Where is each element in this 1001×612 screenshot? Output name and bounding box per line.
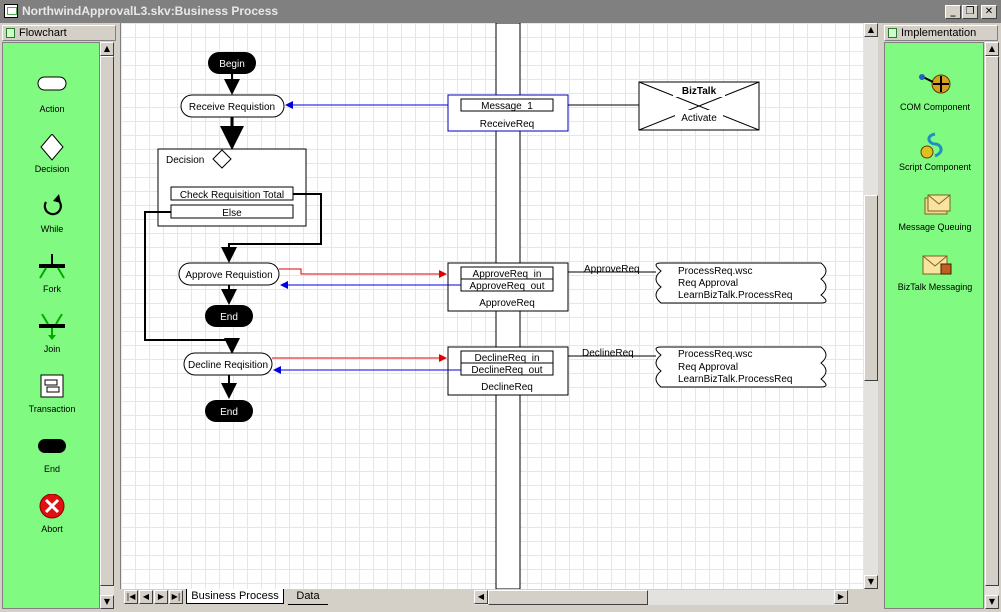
begin-label: Begin bbox=[219, 59, 245, 70]
approve-out-label: ApproveReq_out bbox=[469, 281, 544, 292]
palette-item-script-component[interactable]: Script Component bbox=[889, 132, 981, 172]
receivereq-label: ReceiveReq bbox=[480, 119, 534, 130]
abort-icon bbox=[39, 493, 65, 519]
decline-script-progid: LearnBizTalk.ProcessReq bbox=[678, 374, 793, 385]
script-component-icon bbox=[920, 132, 943, 159]
fork-icon bbox=[39, 254, 65, 279]
palette-item-end[interactable]: End bbox=[6, 434, 98, 474]
approve-script-name: Req Approval bbox=[678, 278, 738, 289]
palette-item-join[interactable]: Join bbox=[6, 313, 98, 354]
approve-link-label: ApproveReq bbox=[584, 264, 640, 275]
end-node-1[interactable] bbox=[205, 305, 253, 327]
decline-requisition-label: Decline Reqisition bbox=[188, 360, 268, 371]
decline-script-file: ProcessReq.wsc bbox=[678, 349, 752, 360]
scroll-left-icon[interactable]: ◀ bbox=[474, 590, 488, 604]
message-queuing-icon bbox=[924, 194, 951, 215]
scroll-thumb[interactable] bbox=[100, 56, 114, 586]
join-icon bbox=[39, 313, 65, 340]
rule-else-label: Else bbox=[222, 208, 242, 219]
end-label-2: End bbox=[220, 407, 238, 418]
decision-diamond-icon bbox=[40, 133, 64, 161]
approve-script-progid: LearnBizTalk.ProcessReq bbox=[678, 290, 793, 301]
transaction-icon bbox=[40, 374, 64, 398]
app-icon bbox=[4, 4, 18, 18]
impl-scroll-down-icon[interactable]: ▼ bbox=[985, 595, 999, 609]
approve-script-file: ProcessReq.wsc bbox=[678, 266, 752, 277]
decision-diamond-icon bbox=[212, 149, 232, 169]
window-title: NorthwindApprovalL3.skv:Business Process bbox=[22, 4, 279, 18]
canvas-vertical-scrollbar[interactable]: ▲ ▼ bbox=[864, 23, 878, 589]
decline-script-component[interactable] bbox=[655, 346, 827, 388]
close-button[interactable]: ✕ bbox=[981, 5, 997, 19]
flowchart-panel-header: Flowchart bbox=[2, 25, 116, 41]
decline-out-field[interactable] bbox=[460, 362, 554, 376]
horizontal-scroll-thumb[interactable] bbox=[488, 590, 648, 605]
last-sheet-icon[interactable]: ▶| bbox=[169, 590, 183, 604]
canvas-horizontal-scrollbar[interactable]: ◀ ▶ bbox=[474, 590, 848, 605]
tab-business-process[interactable]: Business Process bbox=[186, 589, 284, 604]
decision-title: Decision bbox=[166, 155, 204, 166]
palette-item-decision[interactable]: Decision bbox=[6, 133, 98, 174]
canvas-scroll-up-icon[interactable]: ▲ bbox=[864, 23, 878, 37]
message1-label: Message_1 bbox=[481, 101, 533, 112]
approve-requisition-label: Approve Requistion bbox=[185, 270, 272, 281]
implementation-scrollbar[interactable]: ▲ ▼ bbox=[985, 42, 999, 609]
palette-item-com-component[interactable]: COM Component bbox=[889, 72, 981, 112]
declinereq-label: DeclineReq bbox=[481, 382, 533, 393]
receive-requisition-label: Receive Requistion bbox=[189, 102, 275, 113]
palette-item-while[interactable]: While bbox=[6, 194, 98, 234]
end-shape-icon bbox=[38, 439, 66, 453]
biztalk-title: BizTalk bbox=[682, 86, 717, 97]
canvas-scroll-thumb[interactable] bbox=[864, 195, 878, 381]
flowchart-drawing: Begin Receive Requistion Decision Check … bbox=[144, 23, 827, 589]
flowchart-panel: Flowchart Action Decision While Fork Joi… bbox=[0, 23, 118, 612]
scroll-right-icon[interactable]: ▶ bbox=[834, 590, 848, 604]
implementation-palette: COM Component Script Component Message Q… bbox=[884, 42, 984, 609]
restore-button[interactable]: ❐ bbox=[962, 5, 978, 19]
palette-item-action[interactable]: Action bbox=[6, 74, 98, 114]
impl-scroll-thumb[interactable] bbox=[985, 56, 999, 586]
scroll-up-arrow-icon[interactable]: ▲ bbox=[100, 42, 114, 56]
stencil-icon bbox=[6, 28, 15, 38]
palette-item-message-queuing[interactable]: Message Queuing bbox=[889, 192, 981, 232]
decline-script-name: Req Approval bbox=[678, 362, 738, 373]
palette-item-biztalk-messaging[interactable]: BizTalk Messaging bbox=[889, 252, 981, 292]
title-bar: NorthwindApprovalL3.skv:Business Process… bbox=[0, 0, 1001, 23]
implementation-panel-header: Implementation bbox=[884, 25, 998, 41]
approve-script-component[interactable] bbox=[655, 262, 827, 304]
stencil-icon bbox=[888, 28, 897, 38]
biztalk-action: Activate bbox=[681, 113, 717, 124]
scroll-down-arrow-icon[interactable]: ▼ bbox=[100, 595, 114, 609]
approvereq-label: ApproveReq bbox=[479, 298, 535, 309]
tab-data[interactable]: Data bbox=[288, 589, 328, 605]
decline-link-label: DeclineReq bbox=[582, 348, 634, 359]
canvas-scroll-down-icon[interactable]: ▼ bbox=[864, 575, 878, 589]
flowchart-scrollbar[interactable]: ▲ ▼ bbox=[100, 42, 114, 609]
approve-in-label: ApproveReq_in bbox=[473, 269, 542, 280]
business-process-canvas[interactable]: Begin Receive Requistion Decision Check … bbox=[120, 23, 864, 589]
prev-sheet-icon[interactable]: ◀ bbox=[139, 590, 153, 604]
biztalk-messaging-icon bbox=[922, 255, 952, 275]
implementation-panel: Implementation COM Component Script Comp… bbox=[882, 23, 1001, 612]
palette-item-fork[interactable]: Fork bbox=[6, 254, 98, 294]
action-shape-icon bbox=[37, 76, 67, 91]
flowchart-palette: Action Decision While Fork Join Transact… bbox=[2, 42, 100, 609]
message1-field[interactable] bbox=[460, 98, 554, 112]
com-component-icon bbox=[919, 74, 951, 94]
impl-scroll-up-icon[interactable]: ▲ bbox=[985, 42, 999, 56]
decline-out-label: DeclineReq_out bbox=[471, 365, 542, 376]
palette-item-abort[interactable]: Abort bbox=[6, 493, 98, 534]
decline-in-label: DeclineReq_in bbox=[474, 353, 539, 364]
end-node-2[interactable] bbox=[205, 400, 253, 422]
rule-check-label: Check Requisition Total bbox=[180, 190, 284, 201]
minimize-button[interactable]: _ bbox=[945, 5, 961, 19]
next-sheet-icon[interactable]: ▶ bbox=[154, 590, 168, 604]
begin-node[interactable] bbox=[208, 52, 256, 74]
first-sheet-icon[interactable]: |◀ bbox=[124, 590, 138, 604]
sheet-tab-bar: |◀ ◀ ▶ ▶| Business Process Data ◀ ▶ bbox=[120, 589, 864, 606]
palette-item-transaction[interactable]: Transaction bbox=[6, 374, 98, 414]
while-loop-icon bbox=[43, 194, 62, 216]
end-label-1: End bbox=[220, 312, 238, 323]
